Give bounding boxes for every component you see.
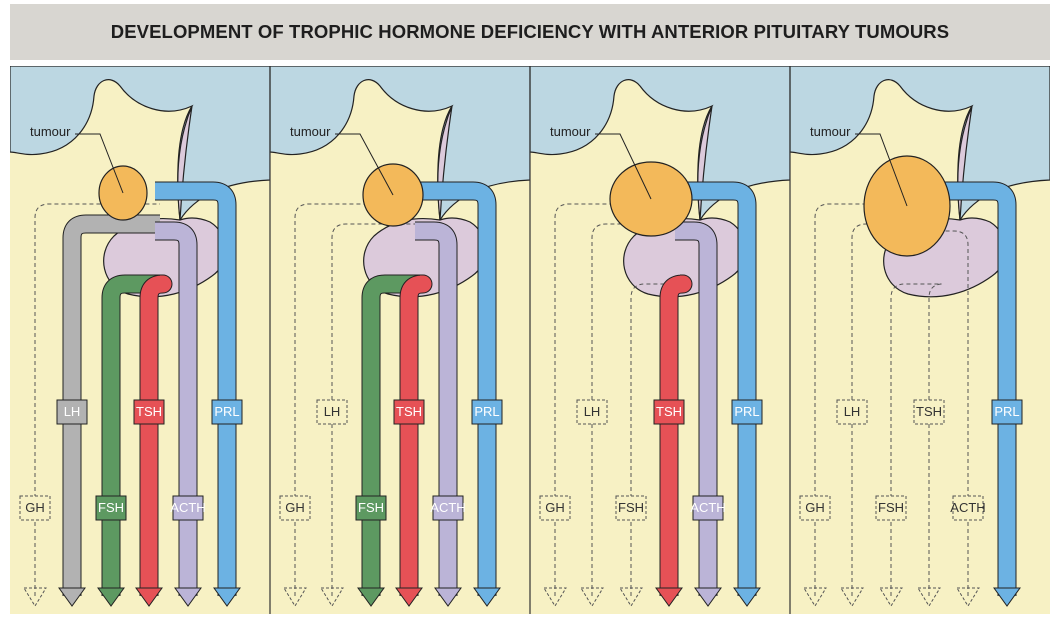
hormone-label: LH <box>324 404 341 419</box>
hormone-label: FSH <box>98 500 124 515</box>
hormone-label: TSH <box>396 404 422 419</box>
title-bar: DEVELOPMENT OF TROPHIC HORMONE DEFICIENC… <box>10 4 1050 63</box>
hormone-label: ACTH <box>950 500 985 515</box>
hormone-label: GH <box>805 500 825 515</box>
hormone-label: PRL <box>474 404 499 419</box>
label-gh: GH <box>800 496 830 520</box>
hormone-label: ACTH <box>690 500 725 515</box>
tumour-label: tumour <box>30 124 71 139</box>
hormone-label: PRL <box>734 404 759 419</box>
label-acth: ACTH <box>690 496 725 520</box>
hormone-label: GH <box>25 500 45 515</box>
label-fsh: FSH <box>616 496 646 520</box>
hormone-label: TSH <box>136 404 162 419</box>
panel-1: GH LH FSH TSH ACTH PRL tumour <box>10 66 270 614</box>
tumour-label: tumour <box>810 124 851 139</box>
label-fsh: FSH <box>876 496 906 520</box>
tumour-label: tumour <box>290 124 331 139</box>
label-gh: GH <box>280 496 310 520</box>
hormone-label: TSH <box>656 404 682 419</box>
hormone-label: GH <box>285 500 305 515</box>
label-tsh: TSH <box>654 400 684 424</box>
label-tsh: TSH <box>394 400 424 424</box>
label-lh: LH <box>317 400 347 424</box>
hormone-label: TSH <box>916 404 942 419</box>
label-lh: LH <box>577 400 607 424</box>
hormone-label: FSH <box>878 500 904 515</box>
label-fsh: FSH <box>356 496 386 520</box>
label-fsh: FSH <box>96 496 126 520</box>
hormone-label: PRL <box>214 404 239 419</box>
hormone-label: LH <box>584 404 601 419</box>
hormone-label: ACTH <box>430 500 465 515</box>
hormone-label: PRL <box>994 404 1019 419</box>
label-gh: GH <box>540 496 570 520</box>
hormone-label: LH <box>844 404 861 419</box>
tumour-label: tumour <box>550 124 591 139</box>
panel-3: GH LH FSH TSH ACTH PRL tumour <box>530 66 790 614</box>
hormone-label: FSH <box>618 500 644 515</box>
hormone-label: FSH <box>358 500 384 515</box>
label-prl: PRL <box>472 400 502 424</box>
label-tsh: TSH <box>134 400 164 424</box>
label-prl: PRL <box>732 400 762 424</box>
label-lh: LH <box>837 400 867 424</box>
hormone-label: LH <box>64 404 81 419</box>
label-acth: ACTH <box>430 496 465 520</box>
label-acth: ACTH <box>950 496 985 520</box>
panel-2: GH LH FSH TSH ACTH PRL tumour <box>270 66 530 614</box>
label-prl: PRL <box>212 400 242 424</box>
label-lh: LH <box>57 400 87 424</box>
label-gh: GH <box>20 496 50 520</box>
label-acth: ACTH <box>170 496 205 520</box>
label-prl: PRL <box>992 400 1022 424</box>
hormone-label: ACTH <box>170 500 205 515</box>
diagram-title: DEVELOPMENT OF TROPHIC HORMONE DEFICIENC… <box>10 21 1050 43</box>
label-tsh: TSH <box>914 400 944 424</box>
hormone-label: GH <box>545 500 565 515</box>
panel-4: GH LH FSH TSH ACTH PRL tumour <box>790 66 1050 614</box>
